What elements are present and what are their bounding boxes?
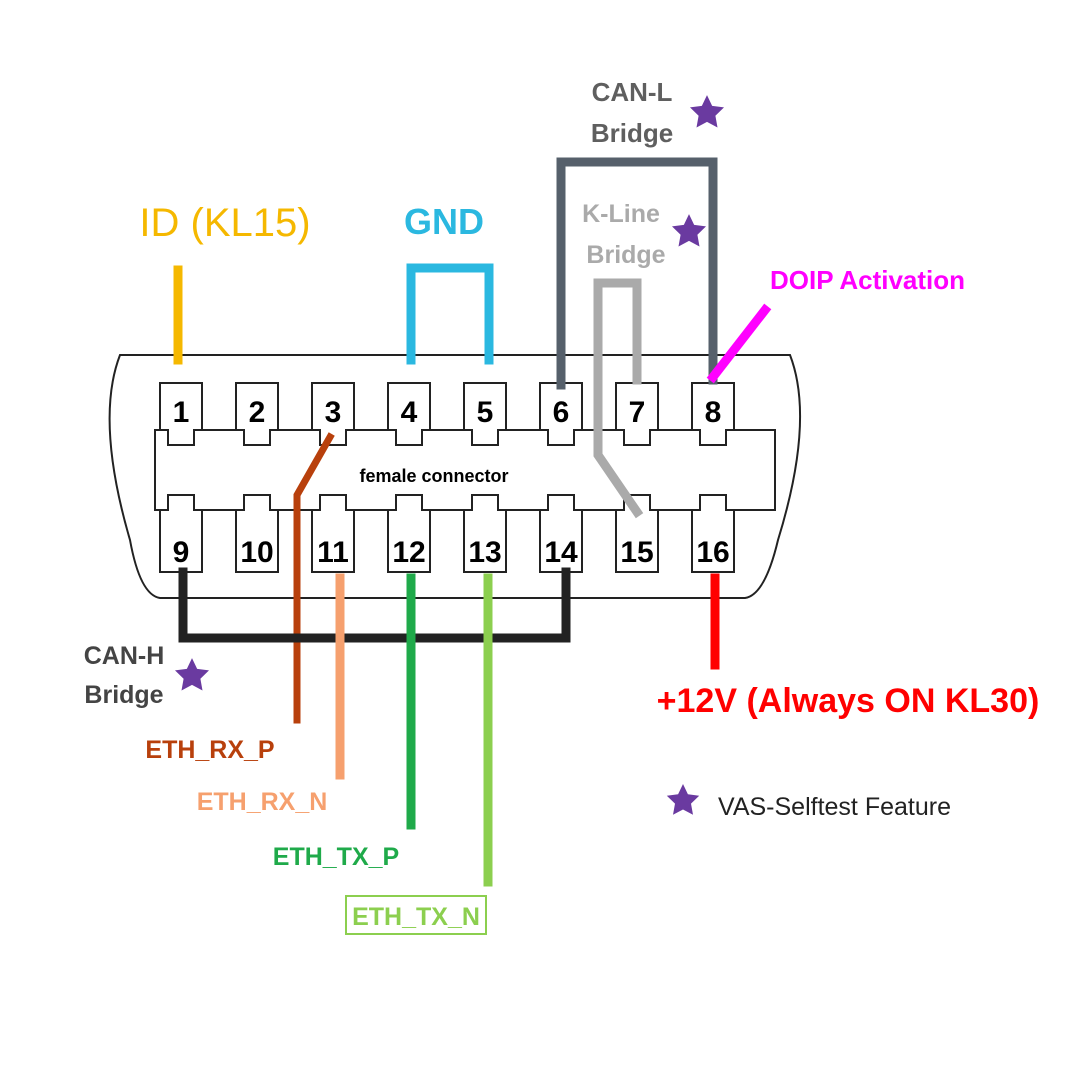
socket-14 xyxy=(539,494,583,573)
wire-k-line-bridge xyxy=(593,278,644,519)
pin-2: 2 xyxy=(249,396,266,429)
label-doip: DOIP Activation xyxy=(770,265,965,295)
connector-label: female connector xyxy=(359,466,508,486)
label-eth-rx-p: ETH_RX_P xyxy=(145,736,274,764)
wire-eth-rx-p xyxy=(293,432,335,724)
socket-16 xyxy=(691,494,735,573)
label-can-h-line2: Bridge xyxy=(84,681,163,709)
socket-10 xyxy=(235,494,279,573)
label-eth-tx-n: ETH_TX_N xyxy=(352,903,480,931)
label-can-l-line1: CAN-L xyxy=(592,77,673,107)
pin-13: 13 xyxy=(468,536,501,569)
pin-12: 12 xyxy=(392,536,425,569)
legend-text: VAS-Selftest Feature xyxy=(718,793,951,821)
star-icon xyxy=(671,214,707,247)
label-k-line-line2: Bridge xyxy=(586,241,665,269)
pin-16: 16 xyxy=(696,536,729,569)
socket-8 xyxy=(691,382,735,446)
wire-can-l-bridge xyxy=(556,157,718,390)
socket-6 xyxy=(539,382,583,446)
pin-3: 3 xyxy=(325,396,342,429)
pin-5: 5 xyxy=(477,396,494,429)
socket-5 xyxy=(463,382,507,446)
label-gnd: GND xyxy=(404,201,484,242)
socket-7 xyxy=(615,382,659,446)
socket-13 xyxy=(463,494,507,573)
socket-1 xyxy=(159,382,203,446)
pin-14: 14 xyxy=(544,536,578,569)
socket-12 xyxy=(387,494,431,573)
pin-7: 7 xyxy=(629,396,646,429)
wire-can-h-bridge xyxy=(178,567,571,643)
label-can-h-line1: CAN-H xyxy=(84,642,165,670)
label-id-kl15: ID (KL15) xyxy=(139,201,310,245)
label-k-line-line1: K-Line xyxy=(582,200,660,228)
socket-3 xyxy=(311,382,355,446)
pin-8: 8 xyxy=(705,396,722,429)
label-power: +12V (Always ON KL30) xyxy=(657,682,1040,720)
label-eth-tx-n-box xyxy=(345,895,487,935)
socket-4 xyxy=(387,382,431,446)
label-eth-rx-n: ETH_RX_N xyxy=(197,788,328,816)
wire-gnd-bridge xyxy=(406,263,494,365)
socket-2 xyxy=(235,382,279,446)
pin-6: 6 xyxy=(553,396,570,429)
star-icon xyxy=(174,658,210,691)
pin-1: 1 xyxy=(173,396,190,429)
socket-15 xyxy=(615,494,659,573)
pin-9: 9 xyxy=(173,536,190,569)
label-eth-tx-p: ETH_TX_P xyxy=(273,843,399,871)
wire-doip xyxy=(706,303,772,384)
pin-15: 15 xyxy=(620,536,653,569)
star-icon xyxy=(689,95,725,128)
pin-11: 11 xyxy=(317,536,349,569)
socket-9 xyxy=(159,494,203,573)
pin-4: 4 xyxy=(401,396,418,429)
label-can-l-line2: Bridge xyxy=(591,118,673,148)
pin-10: 10 xyxy=(240,536,273,569)
socket-11 xyxy=(311,494,355,573)
legend-star-icon xyxy=(666,784,700,815)
